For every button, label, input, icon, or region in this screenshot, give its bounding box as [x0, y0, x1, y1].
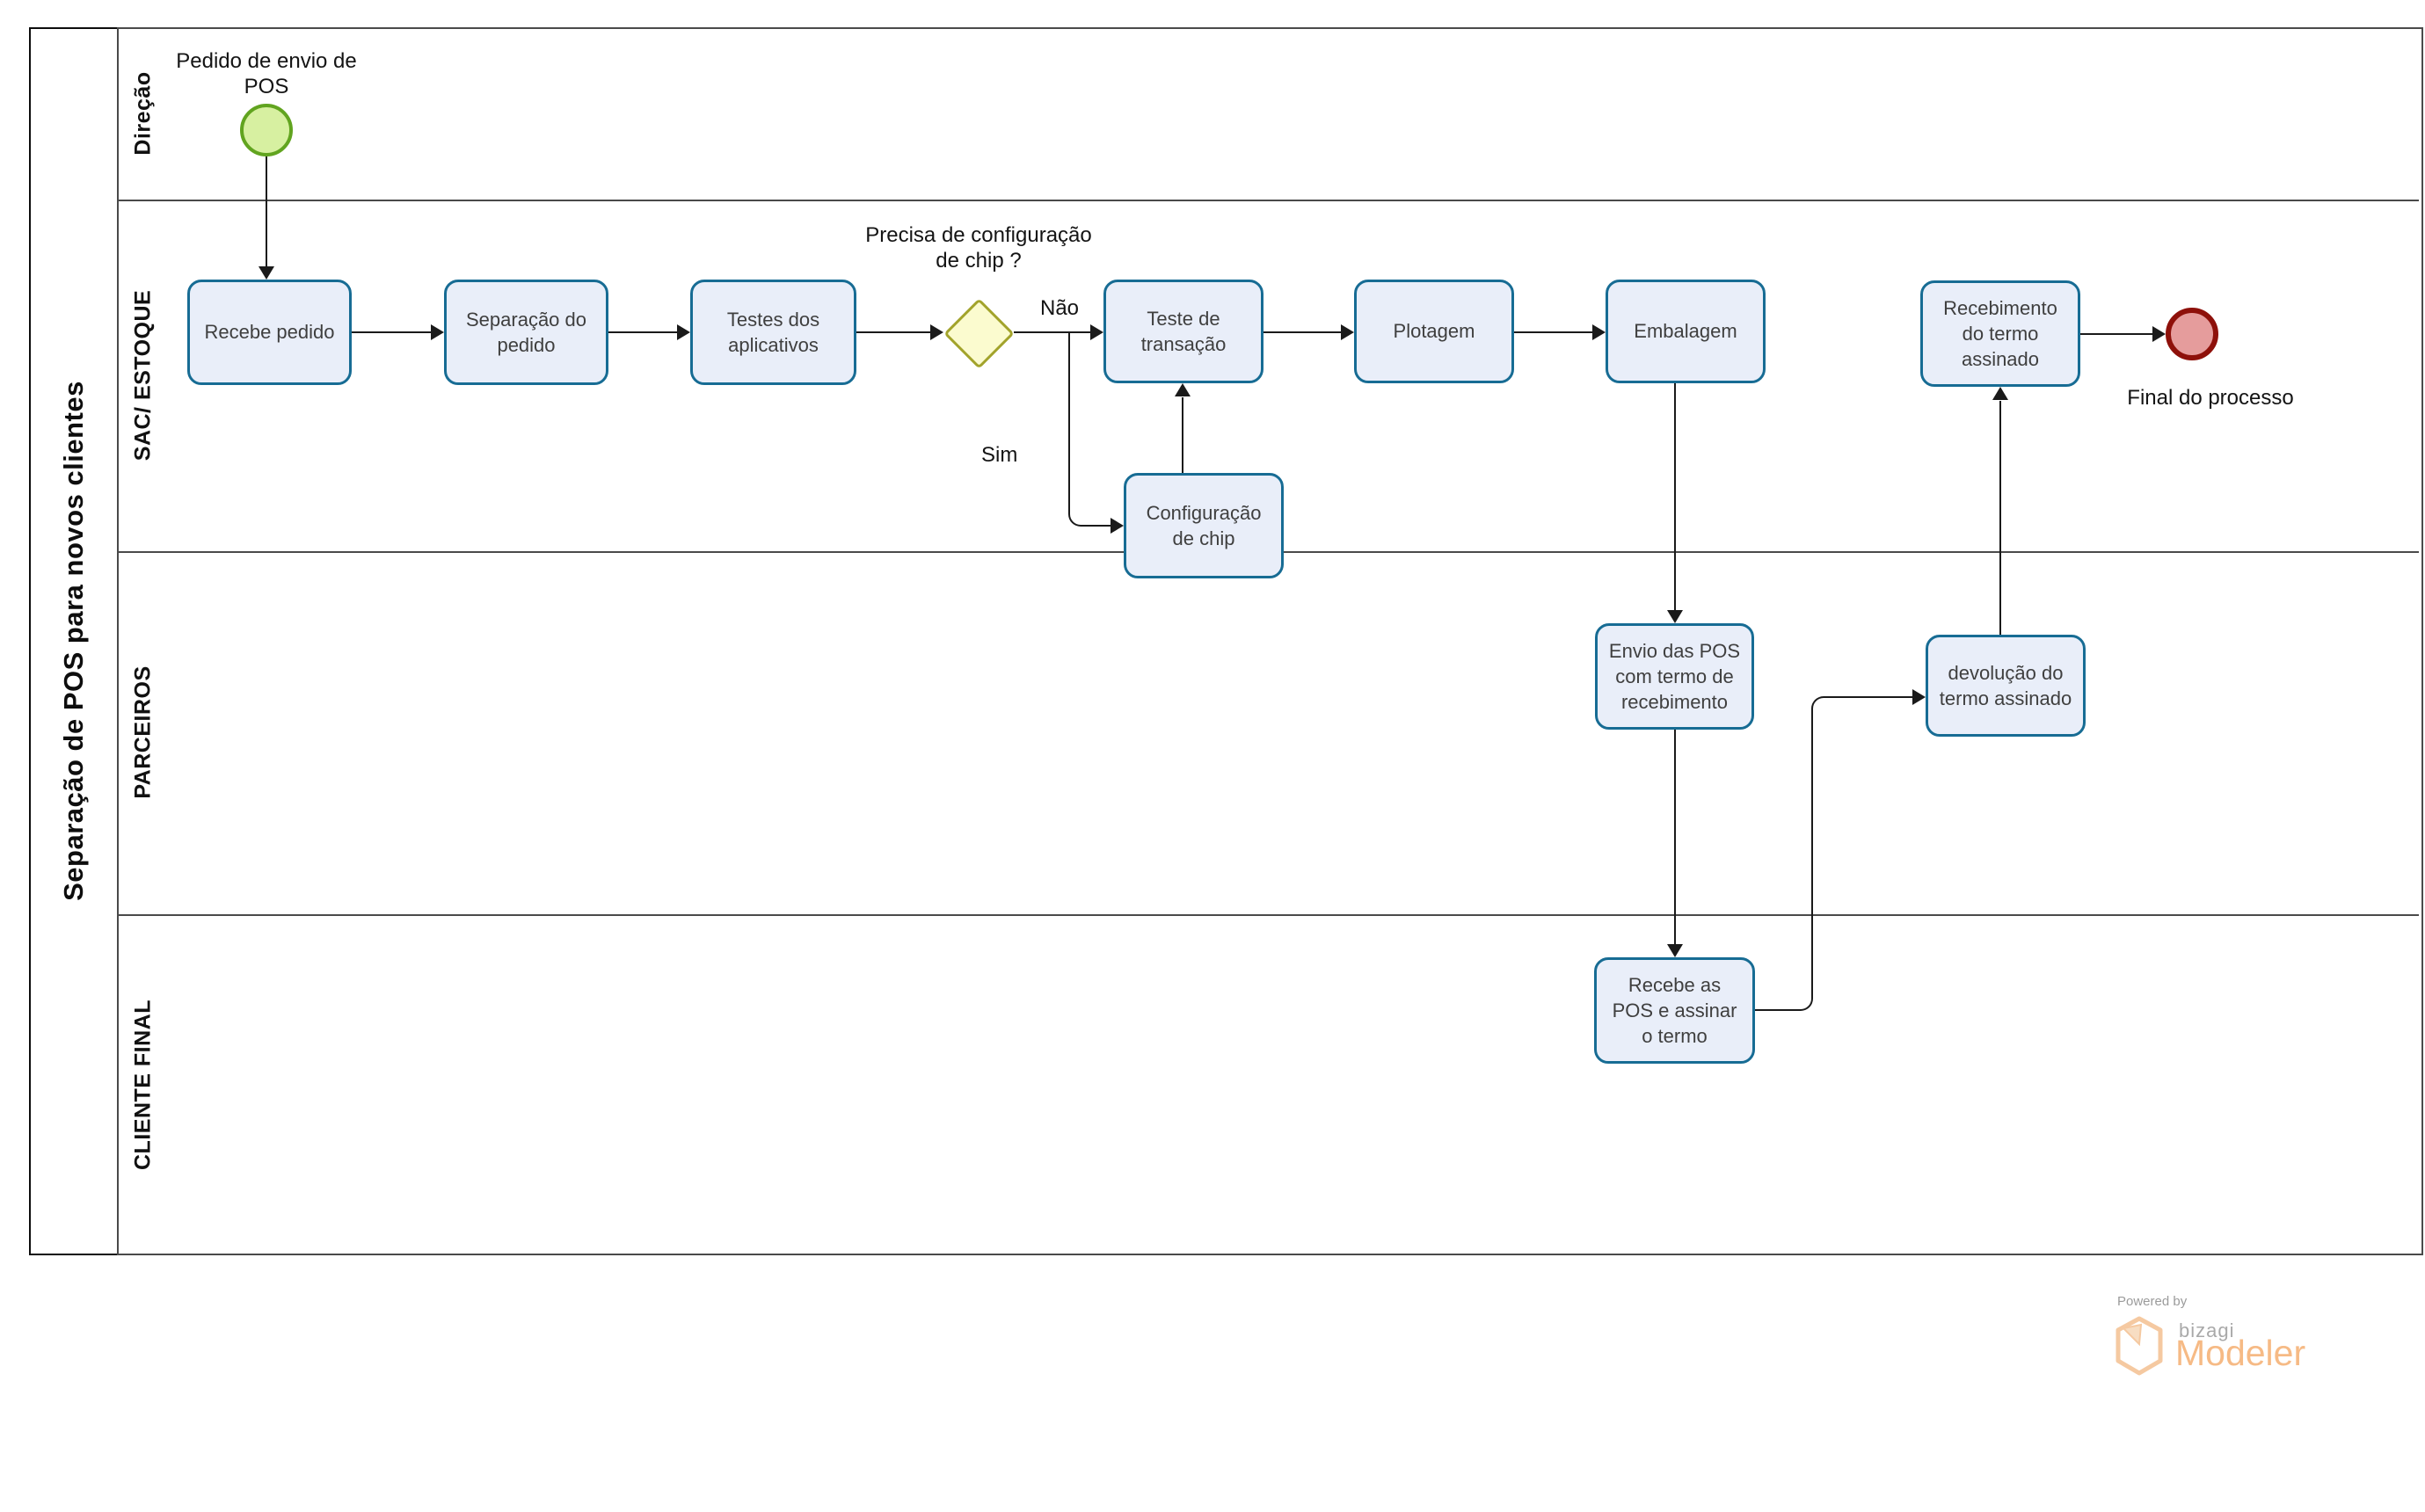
arrowhead-icon	[1912, 689, 1926, 705]
task-recebimento-termo[interactable]: Recebimento do termo assinado	[1920, 280, 2080, 387]
flow-start-to-recebe	[266, 156, 267, 267]
gateway-label: Precisa de configuração de chip ?	[865, 223, 1092, 273]
task-envio-das-pos[interactable]: Envio das POS com termo de recebimento	[1595, 623, 1754, 730]
flow-teste-to-plotagem	[1263, 331, 1342, 333]
lane-label-sac-estoque: SAC/ ESTOQUE	[130, 289, 156, 462]
modeler-brand-label[interactable]: Modeler	[2175, 1333, 2306, 1373]
flow-recebe-to-separacao	[352, 331, 432, 333]
start-event-label: Pedido de envio de POS	[176, 49, 357, 99]
arrowhead-icon	[259, 266, 274, 280]
task-testes-dos-aplicativos[interactable]: Testes dos aplicativos	[690, 280, 856, 385]
flow-devolucao-to-recebimento	[1999, 401, 2001, 635]
lane-divider-3	[118, 914, 2419, 916]
end-event-circle[interactable]	[2166, 308, 2218, 360]
task-recebe-pedido[interactable]: Recebe pedido	[187, 280, 352, 385]
flow-recebe-pos-to-devolucao-seg1	[1755, 709, 1813, 1011]
lane-divider-1	[118, 200, 2419, 201]
lane-label-direcao: Direção	[130, 71, 156, 156]
bizagi-brand-label[interactable]: bizagi	[2179, 1319, 2235, 1341]
task-separacao-do-pedido[interactable]: Separação do pedido	[444, 280, 608, 385]
lane-label-cliente-final: CLIENTE FINAL	[130, 1000, 156, 1170]
bizagi-logo-icon[interactable]	[2114, 1315, 2165, 1381]
flow-config-to-teste	[1182, 397, 1183, 473]
task-devolucao-termo[interactable]: devolução do termo assinado	[1926, 635, 2086, 737]
task-teste-de-transacao[interactable]: Teste de transação	[1103, 280, 1263, 383]
end-event-label: Final do processo	[2127, 386, 2294, 410]
task-embalagem[interactable]: Embalagem	[1606, 280, 1766, 383]
arrowhead-icon	[1992, 387, 2008, 400]
arrowhead-icon	[1341, 324, 1354, 340]
flow-gateway-nao	[1014, 331, 1091, 333]
arrowhead-icon	[1667, 944, 1683, 957]
arrowhead-icon	[677, 324, 690, 340]
flow-recebimento-to-end	[2080, 333, 2153, 335]
pool-title: Separação de POS para novos clientes	[58, 381, 89, 901]
lane-label-parceiros: PARCEIROS	[130, 665, 156, 799]
arrowhead-icon	[1111, 518, 1124, 534]
arrowhead-icon	[930, 324, 943, 340]
gateway-yes-label: Sim	[981, 443, 1018, 467]
flow-testes-to-gateway	[856, 331, 931, 333]
gateway-no-label: Não	[1040, 296, 1080, 320]
arrowhead-icon	[2152, 326, 2166, 342]
flow-plotagem-to-embalagem	[1514, 331, 1593, 333]
arrowhead-icon	[1667, 610, 1683, 623]
flow-gateway-sim	[1068, 332, 1118, 527]
start-event-circle[interactable]	[240, 104, 293, 156]
flow-embalagem-to-envio	[1674, 383, 1676, 610]
pool-title-column	[29, 27, 119, 1255]
arrowhead-icon	[1175, 383, 1191, 396]
arrowhead-icon	[1090, 324, 1103, 340]
flow-recebe-pos-to-devolucao-seg2	[1811, 696, 1913, 735]
task-recebe-as-pos[interactable]: Recebe as POS e assinar o termo	[1594, 957, 1755, 1064]
task-configuracao-de-chip[interactable]: Configuração de chip	[1124, 473, 1284, 578]
arrowhead-icon	[431, 324, 444, 340]
flow-separacao-to-testes	[608, 331, 678, 333]
task-plotagem[interactable]: Plotagem	[1354, 280, 1514, 383]
flow-envio-to-recebe-pos	[1674, 730, 1676, 944]
arrowhead-icon	[1592, 324, 1606, 340]
powered-by-label: Powered by	[2117, 1294, 2188, 1309]
